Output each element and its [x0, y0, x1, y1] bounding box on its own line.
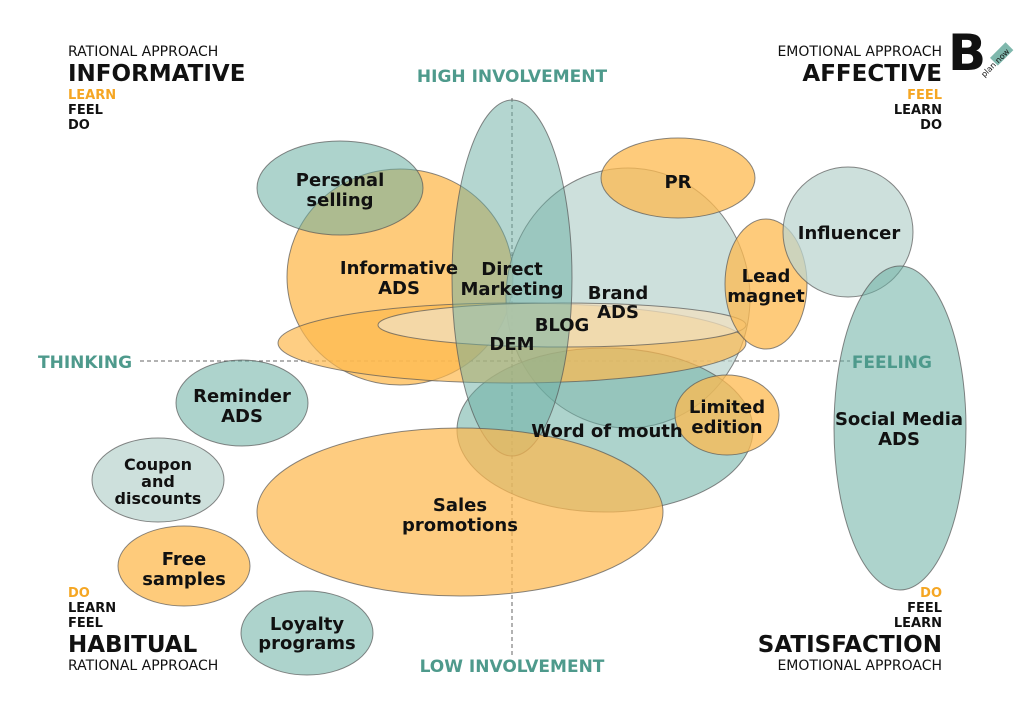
axis-low-involvement: LOW INVOLVEMENT [420, 657, 605, 677]
bubble-sales-promotions [256, 427, 664, 597]
approach-label: EMOTIONAL APPROACH [777, 44, 942, 60]
label-pr: PR [664, 172, 691, 193]
step: FEEL [68, 616, 103, 631]
label-blog: BLOG [535, 315, 590, 336]
bubble-influencer [782, 166, 914, 298]
bubble-personal-selling [256, 140, 424, 236]
corner-habitual: DO LEARN FEEL HABITUAL RATIONAL APPROACH [68, 586, 218, 674]
bubble-coupon [91, 437, 225, 523]
corner-title: SATISFACTION [757, 632, 942, 658]
corner-title: AFFECTIVE [802, 61, 942, 87]
corner-satisfaction: DO FEEL LEARN SATISFACTION EMOTIONAL APP… [758, 586, 942, 674]
step: DO [920, 118, 942, 133]
step: FEEL [907, 601, 942, 616]
approach-label: RATIONAL APPROACH [68, 658, 219, 674]
axis-thinking: THINKING [38, 353, 132, 373]
step: LEARN [893, 103, 942, 118]
step: DO [920, 586, 942, 601]
label-influencer: Influencer [798, 223, 901, 244]
plan-now-logo: B plan now [948, 24, 1014, 82]
approach-label: EMOTIONAL APPROACH [777, 658, 942, 674]
corner-informative: RATIONAL APPROACH INFORMATIVE LEARN FEEL… [68, 44, 246, 134]
step: LEARN [893, 616, 942, 631]
axis-high-involvement: HIGH INVOLVEMENT [417, 67, 608, 87]
corner-affective: EMOTIONAL APPROACH AFFECTIVE FEEL LEARN … [777, 44, 942, 134]
corner-title: HABITUAL [68, 632, 198, 658]
label-word-of-mouth: Word of mouth [531, 421, 682, 442]
bubble-social-media [833, 265, 967, 591]
svg-text:B: B [948, 24, 986, 82]
corner-title: INFORMATIVE [68, 61, 246, 87]
step: FEEL [907, 88, 942, 103]
step: LEARN [68, 88, 117, 103]
bubble-reminder-ads [175, 359, 309, 447]
axis-feeling: FEELING [852, 353, 932, 373]
step: DO [68, 586, 90, 601]
step: FEEL [68, 103, 103, 118]
approach-label: RATIONAL APPROACH [68, 44, 219, 60]
label-dem: DEM [489, 334, 534, 355]
step: LEARN [68, 601, 117, 616]
step: DO [68, 118, 90, 133]
bubble-free-samples [117, 525, 251, 607]
bubble-limited-edition [674, 374, 780, 456]
bubble-loyalty [240, 590, 374, 676]
bubble-pr [600, 137, 756, 219]
